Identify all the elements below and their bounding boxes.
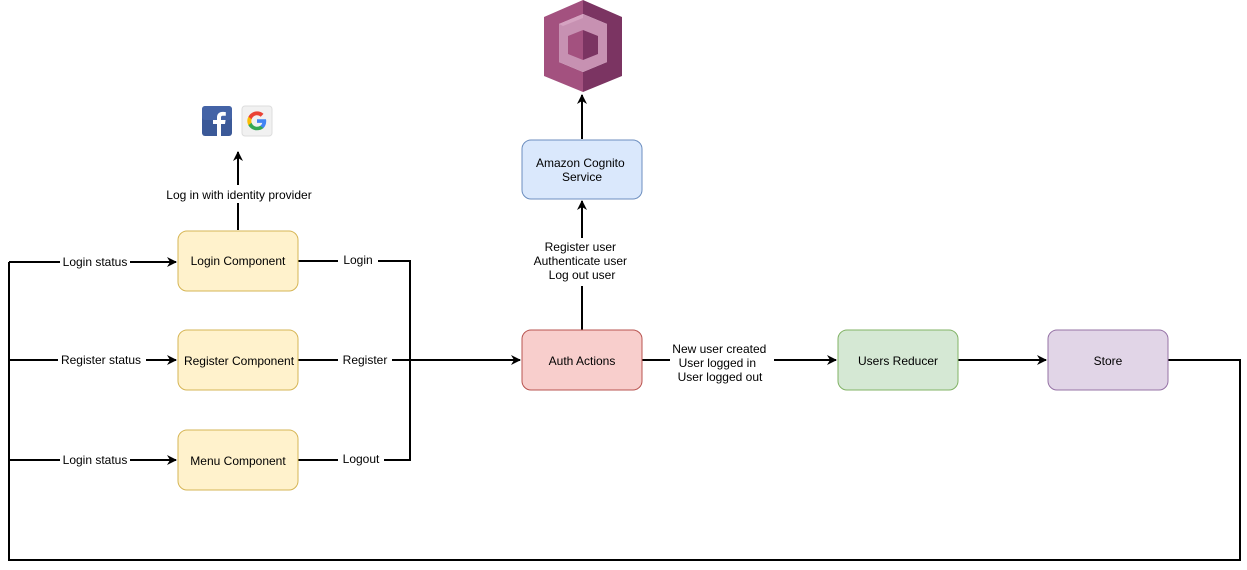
cognito-service-label-line1: Amazon Cognito [536,156,625,170]
label-authenticate-user: Authenticate user [534,254,627,268]
label-login-status-bottom: Login status [63,453,128,467]
facebook-icon [202,106,232,136]
auth-actions-label: Auth Actions [549,354,616,368]
label-register: Register [343,353,388,367]
edge-logout [298,360,411,461]
label-cognito-ops: Register user Authenticate user Log out … [534,240,631,282]
users-reducer-node[interactable]: Users Reducer [837,329,959,391]
edge-login [298,260,411,360]
cognito-service-node[interactable]: Amazon Cognito Service [521,139,643,200]
register-component-label: Register Component [184,354,295,368]
label-identity-provider: Log in with identity provider [166,188,311,202]
label-register-user: Register user [545,240,616,254]
store-label: Store [1094,354,1123,368]
menu-component-node[interactable]: Menu Component [177,429,299,491]
label-user-logged-in: User logged in [679,356,756,370]
menu-component-label: Menu Component [190,454,286,468]
register-component-node[interactable]: Register Component [177,329,299,391]
login-component-label: Login Component [191,254,286,268]
users-reducer-label: Users Reducer [858,354,938,368]
label-register-status: Register status [61,353,141,367]
amazon-cognito-icon [544,0,622,92]
store-node[interactable]: Store [1047,329,1169,391]
cognito-service-label-line2: Service [562,170,602,184]
label-logout: Logout [343,452,380,466]
auth-actions-node[interactable]: Auth Actions [521,329,643,391]
label-reducer-events: New user created User logged in User log… [672,342,769,384]
label-login-status-top: Login status [63,255,128,269]
login-component-node[interactable]: Login Component [177,230,299,292]
cognito-service-label: Amazon Cognito Service [536,156,628,184]
label-log-out-user: Log out user [549,268,616,282]
store-feedback-line [8,262,1241,561]
label-user-logged-out: User logged out [678,370,763,384]
google-icon [241,105,273,137]
label-new-user-created: New user created [672,342,766,356]
label-login: Login [343,253,372,267]
